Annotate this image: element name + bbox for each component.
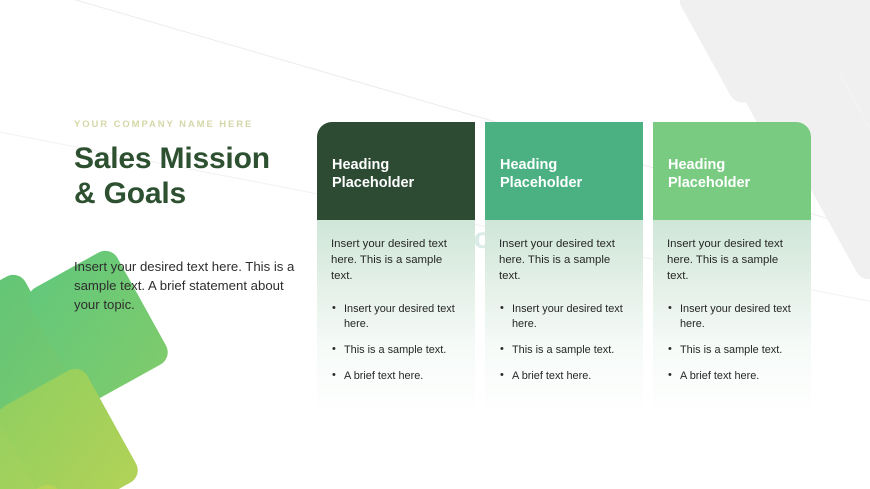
card-3-description: Insert your desired text here. This is a…: [667, 238, 783, 283]
decor-tile-green-1: [0, 269, 81, 431]
card-3-heading: Heading Placeholder: [668, 157, 751, 192]
card-3-bullet-list: Insert your desired text here. This is a…: [667, 301, 797, 384]
card-2-bullet-list: Insert your desired text here. This is a…: [499, 301, 629, 384]
card-2-description: Insert your desired text here. This is a…: [499, 238, 615, 283]
company-name-eyebrow: YOUR COMPANY NAME HERE: [74, 119, 254, 130]
decor-tile-green-3: [0, 387, 51, 489]
card-2-header: Heading Placeholder: [485, 122, 643, 220]
intro-paragraph: Insert your desired text here. This is a…: [74, 259, 295, 313]
page-title-line-2: & Goals: [74, 177, 186, 211]
title-block: YOUR COMPANY NAME HERE Sales Mission & G…: [74, 119, 302, 315]
decor-tile-green-6: [0, 479, 115, 489]
list-item: A brief text here.: [331, 368, 461, 384]
page-title-line-1: Sales Mission: [74, 142, 270, 175]
card-2-heading: Heading Placeholder: [500, 157, 583, 192]
card-group: Heading Placeholder Insert your desired …: [317, 122, 811, 415]
list-item: Insert your desired text here.: [499, 301, 629, 332]
card-3[interactable]: Heading Placeholder Insert your desired …: [653, 122, 811, 415]
list-item: Insert your desired text here.: [667, 301, 797, 332]
card-1-description: Insert your desired text here. This is a…: [331, 238, 447, 283]
card-1-header: Heading Placeholder: [317, 122, 475, 220]
list-item: This is a sample text.: [667, 342, 797, 358]
card-1-bullet-list: Insert your desired text here. This is a…: [331, 301, 461, 384]
decor-tile-green-4: [0, 363, 143, 489]
card-2-body: Insert your desired text here. This is a…: [485, 220, 643, 415]
card-1[interactable]: Heading Placeholder Insert your desired …: [317, 122, 475, 415]
list-item: A brief text here.: [499, 368, 629, 384]
card-3-body: Insert your desired text here. This is a…: [653, 220, 811, 415]
list-item: This is a sample text.: [499, 342, 629, 358]
list-item: Insert your desired text here.: [331, 301, 461, 332]
list-item: This is a sample text.: [331, 342, 461, 358]
card-3-header: Heading Placeholder: [653, 122, 811, 220]
decor-tile-grey-2: [768, 0, 870, 76]
card-1-body: Insert your desired text here. This is a…: [317, 220, 475, 415]
card-1-heading: Heading Placeholder: [332, 157, 415, 192]
decor-tile-grey-5: [804, 132, 870, 284]
decor-tile-grey-1: [674, 0, 822, 108]
decor-tile-grey-4: [831, 12, 870, 168]
list-item: A brief text here.: [667, 368, 797, 384]
card-2[interactable]: Heading Placeholder Insert your desired …: [485, 122, 643, 415]
page-title: Sales Mission & Goals: [74, 141, 302, 211]
